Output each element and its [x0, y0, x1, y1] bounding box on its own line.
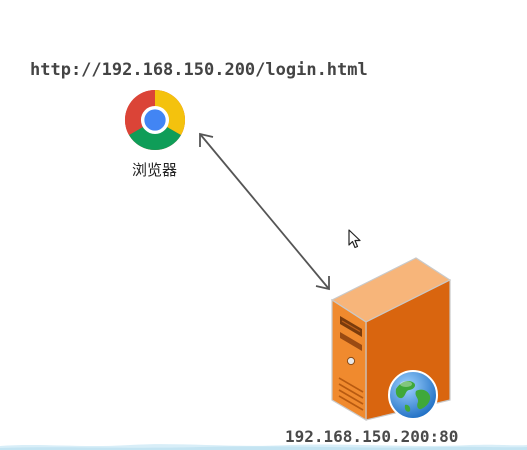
- browser-label: 浏览器: [132, 162, 178, 179]
- chrome-browser-icon: [124, 89, 186, 151]
- decorative-ground: [0, 444, 527, 450]
- globe-icon: [388, 370, 438, 420]
- mouse-cursor-icon: [348, 229, 361, 249]
- web-server-icon: [330, 257, 452, 422]
- server-address: 192.168.150.200:80: [285, 427, 459, 446]
- request-url: http://192.168.150.200/login.html: [30, 60, 368, 80]
